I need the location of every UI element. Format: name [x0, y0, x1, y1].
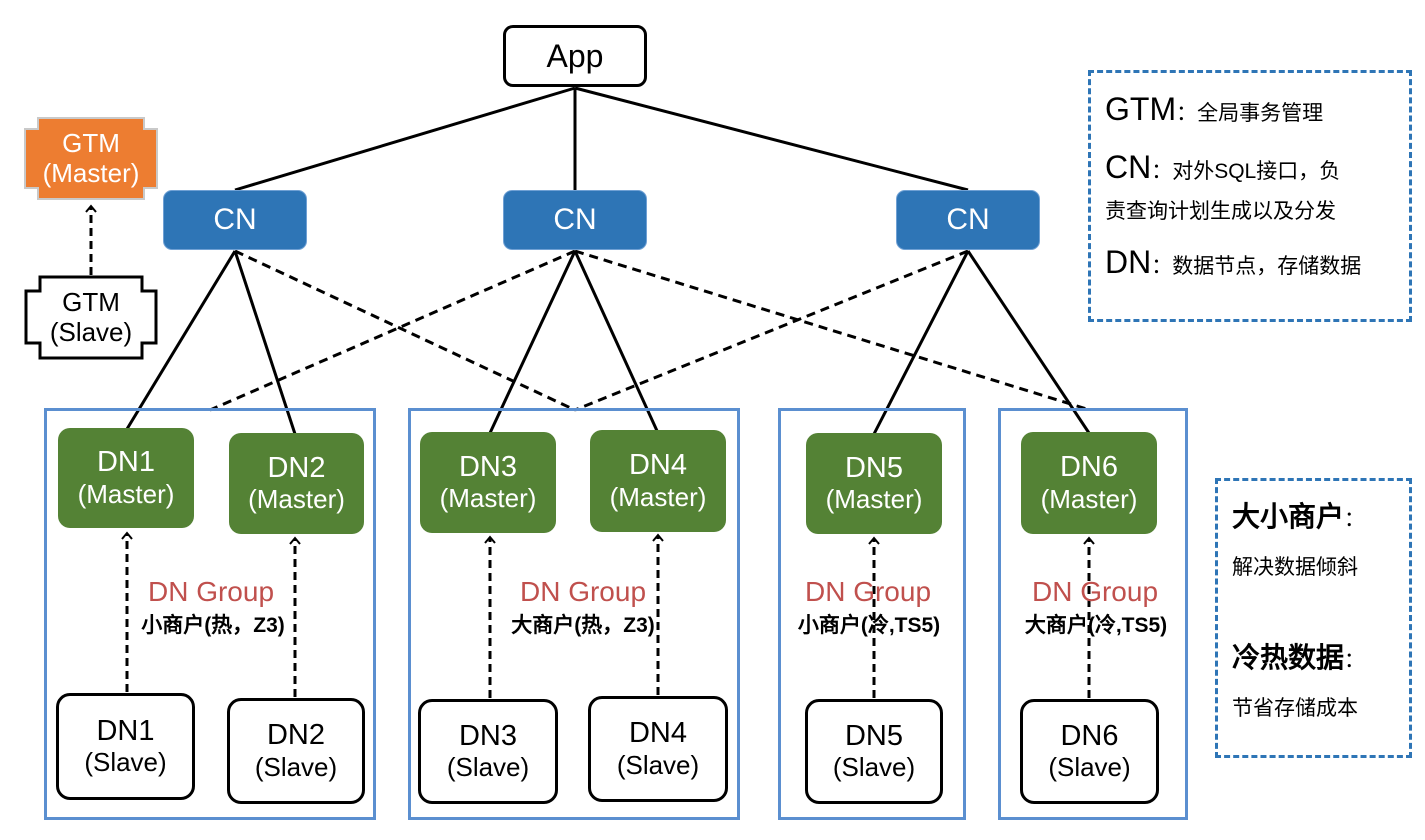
dn-master-role: (Master) [609, 481, 707, 512]
dn-master-role: (Master) [439, 483, 537, 514]
cn-label: CN [213, 202, 257, 236]
dn-slave-role: (Slave) [254, 751, 338, 782]
dn-group-3-subtitle: 小商户(冷,TS5) [797, 614, 941, 637]
legend-features: 大小商户： 解决数据倾斜 冷热数据： 节省存储成本 [1215, 478, 1412, 758]
dn-group-1 [44, 408, 376, 820]
gtm-master-node: GTM (Master) [24, 117, 158, 200]
gtm-master-shape [24, 117, 158, 200]
cn-node-2: CN [503, 190, 647, 250]
dn6-master-node: DN6 (Master) [1021, 432, 1157, 534]
legend-tier-title: 冷热数据 [1232, 642, 1345, 673]
cn2-group1-dashed [209, 249, 576, 412]
dn-group-3-title: DN Group [804, 576, 932, 607]
dn-group-3 [778, 408, 966, 820]
dn-slave-name: DN2 [266, 719, 325, 752]
dn-slave-role: (Slave) [84, 747, 167, 778]
dn1-slave-node: DN1 (Slave) [56, 693, 195, 800]
cn2-dn4-line [573, 250, 660, 434]
dn1-master-node: DN1 (Master) [58, 428, 194, 528]
dn-group-4-subtitle: 大商户(冷,TS5) [1024, 614, 1168, 637]
gtm-master-name: GTM [62, 127, 120, 158]
dn-master-name: DN5 [844, 451, 903, 484]
legend-dn-desc: ：数据节点，存储数据 [1151, 255, 1362, 278]
cn1-dn2-line [233, 250, 297, 435]
legend-merchant-desc: 解决数据倾斜 [1232, 556, 1358, 579]
legend-merchant-colon: ： [1344, 508, 1366, 531]
dn3-master-node: DN3 (Master) [420, 432, 556, 533]
dn-slave-name: DN3 [458, 719, 517, 752]
dn-slave-name: DN4 [628, 717, 687, 750]
dn2-master-node: DN2 (Master) [229, 433, 364, 534]
cn3-dn5-line [872, 250, 970, 435]
dn-group-4-title: DN Group [1031, 576, 1159, 607]
legend-dn-key: DN [1105, 244, 1152, 280]
dn-group-1-title: DN Group [147, 576, 275, 607]
legend-tier-colon: ： [1344, 649, 1366, 672]
dn-group-1-subtitle: 小商户(热，Z3) [141, 614, 285, 637]
cn-node-3: CN [896, 190, 1040, 250]
gtm-slave-role: (Slave) [49, 316, 133, 347]
gtm-master-role: (Master) [42, 157, 140, 188]
legend-tier-row: 冷热数据： [1232, 644, 1409, 672]
gtm-slave-node: GTM (Slave) [24, 275, 158, 360]
dn4-master-node: DN4 (Master) [590, 430, 726, 532]
legend-merchant-row: 大小商户： [1232, 503, 1409, 531]
dn-group-2-subtitle: 大商户(热，Z3) [511, 614, 655, 637]
legend-cn-key: CN [1105, 149, 1152, 185]
legend-gtm-key: GTM [1105, 91, 1177, 127]
dn6-slave-node: DN6 (Slave) [1020, 699, 1159, 804]
cn2-group4-dashed [574, 249, 1091, 412]
dn-slave-role: (Slave) [616, 749, 700, 780]
dn-slave-role: (Slave) [446, 752, 530, 783]
dn5-slave-node: DN5 (Slave) [805, 699, 943, 804]
cn-node-1: CN [163, 190, 307, 250]
app-cn3-line [574, 86, 969, 192]
cn3-group2-dashed [574, 249, 969, 412]
gtm-slave-shape [24, 275, 158, 360]
dn-slave-name: DN6 [1060, 719, 1119, 752]
legend-dn-row: DN：数据节点，存储数据 [1105, 246, 1409, 278]
legend-gtm-desc: ：全局事务管理 [1176, 102, 1324, 125]
dn-group-4 [998, 408, 1188, 820]
legend-gtm-row: GTM：全局事务管理 [1105, 93, 1409, 125]
legend-cn-desc-1: ：对外SQL接口，负 [1151, 160, 1341, 183]
app-node: App [503, 25, 647, 87]
cn-label: CN [946, 202, 990, 236]
legend-tier-desc: 节省存储成本 [1232, 697, 1358, 720]
cn2-dn3-line [488, 250, 577, 434]
gtm-slave-name: GTM [62, 286, 120, 317]
dn-master-role: (Master) [1040, 483, 1138, 514]
dn5-master-node: DN5 (Master) [806, 433, 942, 534]
legend-cn-desc-2: 责查询计划生成以及分发 [1105, 200, 1336, 223]
cn1-dn1-line [125, 250, 237, 430]
dn4-slave-node: DN4 (Slave) [588, 696, 728, 802]
dn-slave-role: (Slave) [1048, 752, 1131, 783]
app-label: App [546, 37, 604, 74]
dn-master-name: DN4 [628, 449, 687, 482]
dn-group-2 [408, 408, 740, 820]
dn-master-name: DN2 [267, 451, 326, 484]
dn-master-role: (Master) [825, 484, 923, 515]
dn-slave-name: DN1 [96, 714, 155, 747]
legend-merchant-title: 大小商户 [1232, 501, 1345, 532]
dn3-slave-node: DN3 (Slave) [418, 699, 558, 804]
dn-master-name: DN6 [1059, 451, 1118, 484]
dn-master-name: DN1 [96, 446, 155, 479]
dn-slave-role: (Slave) [832, 752, 916, 783]
legend-roles: GTM：全局事务管理 CN：对外SQL接口，负 责查询计划生成以及分发 DN：数… [1088, 70, 1412, 322]
dn-group-2-title: DN Group [519, 576, 647, 607]
app-cn1-line [234, 86, 576, 192]
dn2-slave-node: DN2 (Slave) [227, 698, 365, 804]
cn-label: CN [553, 202, 597, 236]
dn-master-name: DN3 [458, 450, 517, 483]
dn-master-role: (Master) [248, 484, 345, 515]
legend-cn-row: CN：对外SQL接口，负 [1105, 151, 1409, 183]
dn-master-role: (Master) [77, 478, 175, 509]
dn-slave-name: DN5 [844, 719, 903, 752]
cn3-dn6-line [966, 250, 1091, 434]
cn1-group2-dashed [234, 249, 576, 412]
